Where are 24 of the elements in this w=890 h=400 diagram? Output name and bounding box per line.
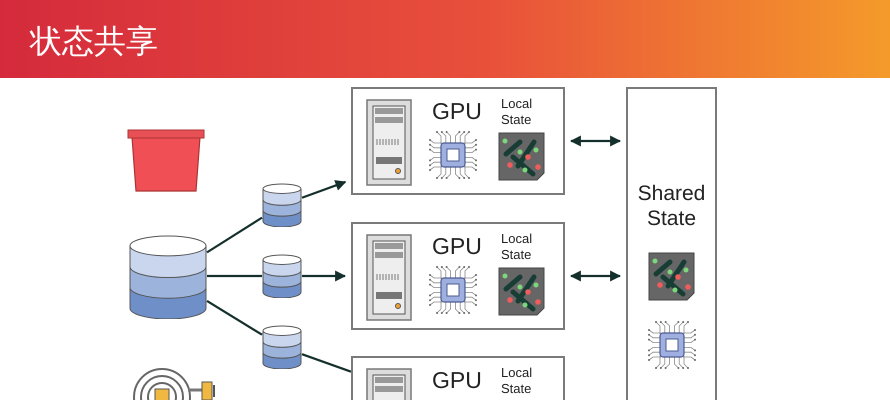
gpu-label: GPU [432,98,482,125]
arrow [302,180,346,199]
database-cylinder [129,235,207,319]
gpu-box [351,87,565,195]
gpu-label: GPU [432,233,482,260]
arrow [302,270,346,282]
arrow [570,270,622,282]
connector-line [206,300,263,336]
connector-line [207,274,262,278]
database-cylinder [262,325,302,369]
connector-line [302,353,352,373]
database-cylinder [262,254,302,298]
state-label: Local State [501,96,534,128]
connector-line [206,216,263,254]
gpu-box [351,222,565,330]
shared-state-label: Shared State [636,181,706,231]
state-label: Local State [501,231,534,263]
database-cylinder [262,183,302,227]
shared-state-box [626,87,717,400]
arrow [570,136,622,146]
gpu-label: GPU [432,367,482,394]
bucket-drawing [127,129,206,193]
title: 状态共享 [30,22,158,61]
state-label: Local State [501,365,534,397]
